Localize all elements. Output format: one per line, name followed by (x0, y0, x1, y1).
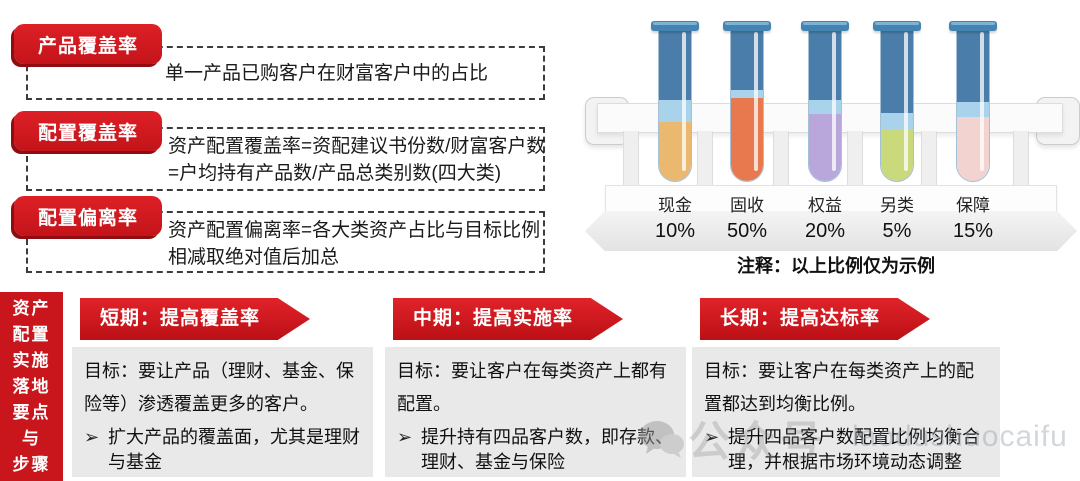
implementation-roadmap: 资产 配置 实施 落地 要点 与 步骤 短期：提高覆盖率 目标：要让产品（理财、… (0, 292, 1080, 481)
tube-band-section (731, 89, 763, 98)
definition-box-product-coverage (26, 46, 545, 100)
phase-short-term: 短期：提高覆盖率 目标：要让产品（理财、基金、保险等）渗透覆盖更多的客户。 ➢ … (72, 292, 373, 477)
tube-protection (956, 28, 990, 182)
tube-label-cash: 现金 (658, 196, 692, 215)
phase-bullet: ➢ 提升持有四品客户数，即存款、理财、基金与保险 (397, 425, 674, 475)
tube-cash (658, 28, 692, 182)
phase-header-long-term: 长期：提高达标率 (700, 298, 930, 340)
rack-post (847, 131, 863, 189)
arrowhead-bullet-icon: ➢ (84, 427, 100, 447)
phase-header-short-term: 短期：提高覆盖率 (80, 298, 310, 340)
tube-note: 注释：以上比例仅为示例 (737, 256, 935, 276)
tube-label-fixed-income: 固收 (730, 196, 764, 215)
tube-blue-section (659, 28, 691, 100)
phase-goal: 目标：要让客户在每类资产上都有配置。 (397, 361, 667, 414)
definition-text-allocation-deviation: 资产配置偏离率=各大类资产占比与目标比例 相减取绝对值后加总 (168, 220, 541, 268)
rack-post (773, 131, 789, 189)
phase-body-short-term: 目标：要让产品（理财、基金、保险等）渗透覆盖更多的客户。 ➢ 扩大产品的覆盖面，… (72, 347, 373, 477)
definition-box-allocation-deviation (26, 211, 545, 273)
phase-goal: 目标：要让产品（理财、基金、保险等）渗透覆盖更多的客户。 (84, 361, 354, 414)
definition-tag-product-coverage: 产品覆盖率 (14, 24, 162, 64)
tube-blue-section (731, 28, 763, 90)
tube-label-equity: 权益 (808, 196, 842, 215)
phase-bullet-text: 提升持有四品客户数，即存款、理财、基金与保险 (421, 427, 673, 472)
phase-body-mid-term: 目标：要让客户在每类资产上都有配置。 ➢ 提升持有四品客户数，即存款、理财、基金… (385, 347, 686, 477)
tube-equity (808, 28, 842, 182)
rack-post (921, 131, 937, 189)
roadmap-vertical-title: 资产 配置 实施 落地 要点 与 步骤 (0, 292, 63, 481)
phase-body-long-term: 目标：要让客户在每类资产上的配置都达到均衡比例。 ➢ 提升四品客户数配置比例均衡… (692, 347, 1000, 477)
rack-post (623, 131, 639, 189)
tube-liquid-alternative (881, 129, 913, 181)
tube-percent-ribbon (585, 211, 1077, 251)
tube-band-section (659, 99, 691, 123)
definition-text-product-coverage: 单一产品已购客户在财富客户中的占比 (165, 63, 489, 84)
arrowhead-bullet-icon: ➢ (704, 427, 720, 447)
tube-band-section (957, 101, 989, 118)
phase-goal: 目标：要让客户在每类资产上的配置都达到均衡比例。 (704, 361, 974, 414)
rack-post (1013, 131, 1029, 189)
tube-percent-protection: 15% (952, 220, 994, 242)
definition-box-allocation-coverage (26, 127, 545, 191)
tube-cap (651, 21, 699, 31)
phase-mid-term: 中期：提高实施率 目标：要让客户在每类资产上都有配置。 ➢ 提升持有四品客户数，… (385, 292, 686, 477)
definition-text-allocation-coverage: 资产配置覆盖率=资配建议书份数/财富客户数 =户均持有产品数/产品总类别数(四大… (168, 136, 546, 184)
tube-cap (801, 21, 849, 31)
tube-cap (723, 21, 771, 31)
tube-label-alternative: 另类 (880, 196, 914, 215)
tube-band-section (881, 113, 913, 130)
rack-post (697, 131, 713, 189)
tube-liquid-protection (957, 117, 989, 181)
tube-blue-section (809, 28, 841, 100)
tube-cap (949, 21, 997, 31)
tube-percent-cash: 10% (654, 220, 696, 242)
arrowhead-bullet-icon: ➢ (397, 427, 413, 447)
tube-blue-section (957, 28, 989, 102)
tube-alternative (880, 28, 914, 182)
tube-liquid-cash (659, 122, 691, 181)
tube-percent-equity: 20% (804, 220, 846, 242)
tube-liquid-equity (809, 114, 841, 181)
phase-bullet-text: 扩大产品的覆盖面，尤其是理财与基金 (108, 427, 360, 472)
phase-long-term: 长期：提高达标率 目标：要让客户在每类资产上的配置都达到均衡比例。 ➢ 提升四品… (692, 292, 1000, 477)
phase-bullet: ➢ 扩大产品的覆盖面，尤其是理财与基金 (84, 425, 361, 475)
tube-percent-fixed-income: 50% (726, 220, 768, 242)
tube-label-protection: 保障 (956, 196, 990, 215)
phase-header-mid-term: 中期：提高实施率 (393, 298, 623, 340)
tube-fixed-income (730, 28, 764, 182)
tube-cap (873, 21, 921, 31)
phase-bullet-text: 提升四品客户数配置比例均衡合理，并根据市场环境动态调整 (728, 427, 980, 472)
tube-band-section (809, 99, 841, 115)
phase-bullet: ➢ 提升四品客户数配置比例均衡合理，并根据市场环境动态调整 (704, 425, 988, 475)
tube-percent-alternative: 5% (882, 220, 912, 242)
tube-blue-section (881, 28, 913, 114)
asset-allocation-tube-chart: 现金 10% 固收 50% 权益 20% 另类 5 (585, 5, 1080, 287)
definition-tag-allocation-coverage: 配置覆盖率 (14, 111, 162, 151)
definition-tag-allocation-deviation: 配置偏离率 (14, 196, 162, 236)
tube-liquid-fixed-income (731, 97, 763, 181)
